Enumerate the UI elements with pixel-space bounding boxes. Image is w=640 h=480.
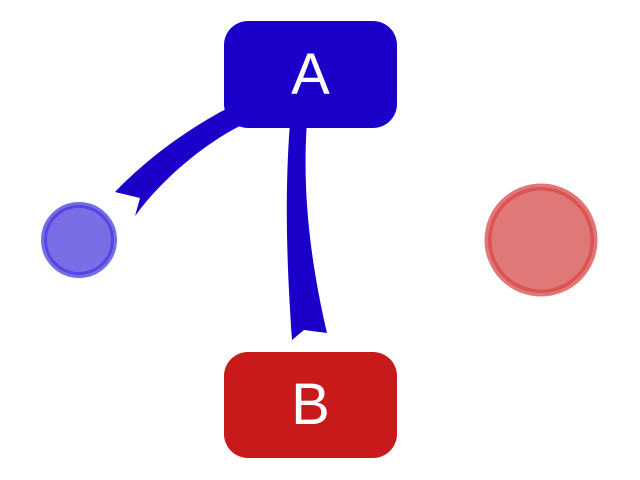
edge-a-to-b	[286, 122, 327, 340]
node-a-box	[224, 21, 397, 128]
node-b[interactable]: B	[224, 352, 397, 458]
node-a-label: A	[291, 42, 330, 107]
edge-a-to-blue-circle	[115, 108, 244, 216]
red-circle-node[interactable]	[484, 183, 598, 297]
node-b-box	[224, 352, 397, 458]
node-a[interactable]: A	[224, 21, 397, 128]
node-b-label: B	[291, 372, 330, 437]
blue-circle-node[interactable]	[41, 202, 117, 278]
